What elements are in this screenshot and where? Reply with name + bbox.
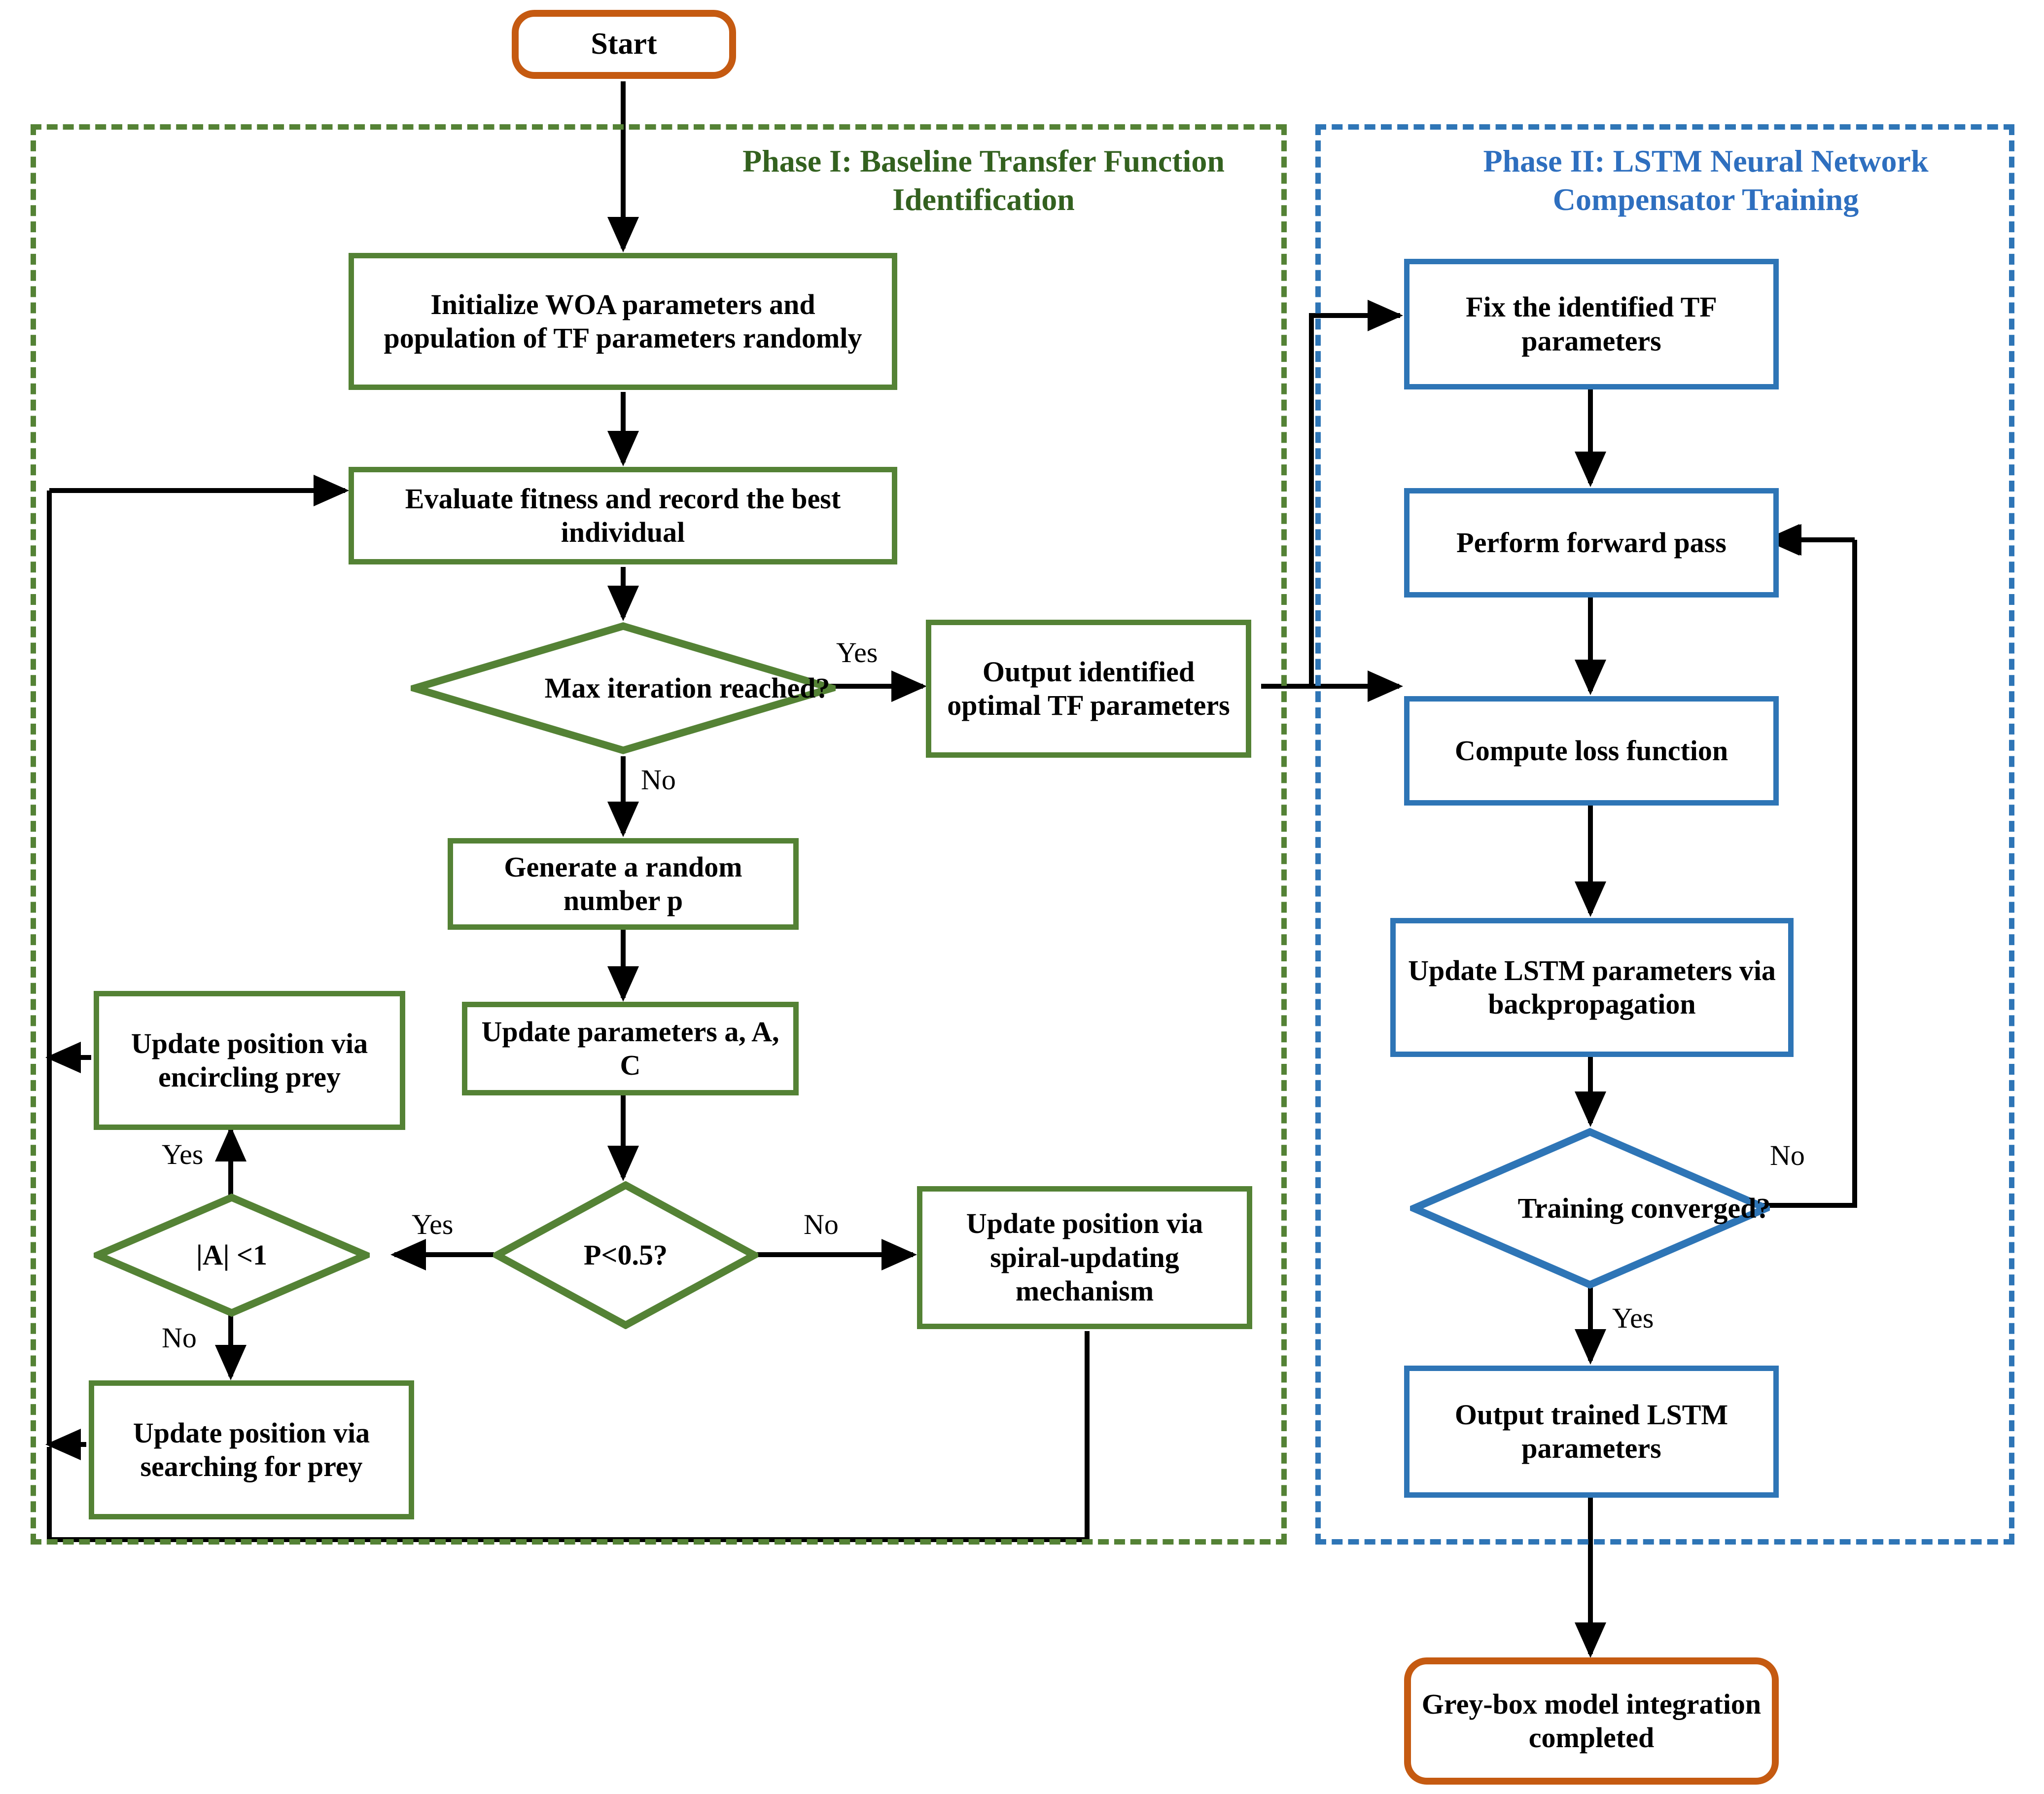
edge-label-p-yes: Yes <box>412 1208 454 1240</box>
node-spiral-updating[interactable]: Update position via spiral-updating mech… <box>917 1186 1252 1329</box>
node-start[interactable]: Start <box>512 10 736 79</box>
node-generate-random[interactable]: Generate a random number p <box>448 838 799 930</box>
node-training-converged-decision[interactable]: Training converged? <box>1410 1128 1770 1289</box>
node-output-tf-parameters[interactable]: Output identified optimal TF parameters <box>926 620 1251 758</box>
node-fix-tf-parameters[interactable]: Fix the identified TF parameters <box>1404 259 1779 389</box>
node-p-threshold-decision[interactable]: P<0.5? <box>493 1181 758 1329</box>
node-max-iteration-decision[interactable]: Max iteration reached? <box>411 622 836 754</box>
edge-label-abs-a-yes: Yes <box>162 1138 204 1170</box>
node-output-trained-lstm[interactable]: Output trained LSTM parameters <box>1404 1366 1779 1498</box>
edge-label-converged-yes: Yes <box>1612 1302 1654 1334</box>
edge-label-max-iteration-yes: Yes <box>836 636 878 668</box>
edge-label-converged-no: No <box>1770 1139 1805 1171</box>
edge-label-max-iteration-no: No <box>641 764 676 796</box>
p-threshold-label: P<0.5? <box>584 1238 668 1271</box>
phase-1-title: Phase I: Baseline Transfer Function Iden… <box>742 143 1225 217</box>
node-forward-pass[interactable]: Perform forward pass <box>1404 488 1779 598</box>
training-converged-label: Training converged? <box>1517 1192 1771 1224</box>
node-update-lstm-backprop[interactable]: Update LSTM parameters via backpropagati… <box>1390 918 1794 1057</box>
edge-label-p-no: No <box>804 1208 839 1240</box>
node-searching-for-prey[interactable]: Update position via searching for prey <box>89 1380 414 1519</box>
node-encircling-prey[interactable]: Update position via encircling prey <box>94 991 405 1130</box>
max-iteration-label: Max iteration reached? <box>544 671 830 704</box>
phase-2-container <box>1315 124 2014 1545</box>
node-update-parameters[interactable]: Update parameters a, A, C <box>462 1002 799 1095</box>
edge-label-abs-a-no: No <box>162 1322 197 1354</box>
abs-a-label: |A| <1 <box>196 1238 267 1271</box>
node-compute-loss[interactable]: Compute loss function <box>1404 696 1779 806</box>
phase-2-title: Phase II: LSTM Neural Network Compensato… <box>1483 143 1929 217</box>
node-end-greybox[interactable]: Grey-box model integration completed <box>1404 1657 1779 1785</box>
node-initialize-woa[interactable]: Initialize WOA parameters and population… <box>349 253 897 390</box>
node-evaluate-fitness[interactable]: Evaluate fitness and record the best ind… <box>349 467 897 564</box>
node-abs-a-decision[interactable]: |A| <1 <box>94 1194 370 1317</box>
